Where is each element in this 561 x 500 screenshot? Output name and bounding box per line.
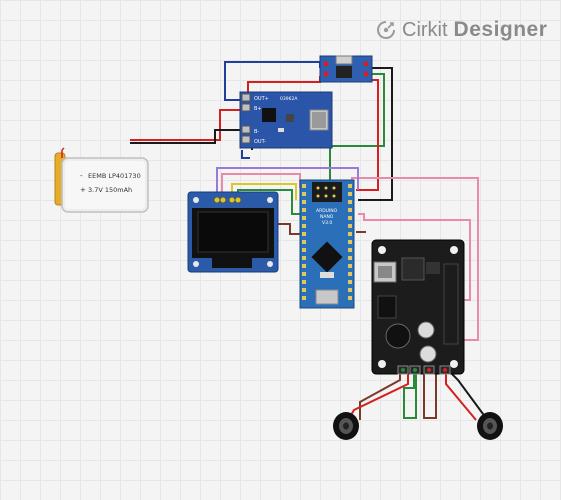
cirkit-logo-icon — [377, 21, 395, 39]
wire-oled-brown[interactable] — [278, 223, 304, 235]
battery-model: EEMB LP401730 — [88, 172, 141, 180]
battery-rating: 3.7V 150mAh — [88, 186, 132, 194]
wire-spk-left-brown[interactable] — [359, 374, 401, 420]
speaker-left[interactable] — [333, 412, 359, 440]
wire-battery-plus[interactable] — [130, 109, 240, 141]
wire-battery-minus[interactable] — [130, 129, 240, 144]
battery-minus-label: - — [80, 172, 83, 180]
wire-spk-right-black[interactable] — [451, 373, 487, 419]
wire-spk-brown2[interactable] — [423, 372, 437, 419]
brand-product: Designer — [453, 18, 548, 41]
wire-pink-2[interactable] — [358, 213, 471, 301]
battery-plus-label: + — [80, 186, 86, 194]
brand-name: Cirkit — [402, 18, 448, 41]
wire-oled-yellow[interactable] — [231, 183, 297, 200]
charger-bminus-label: B- — [254, 129, 259, 135]
wire-oled-purple[interactable] — [216, 167, 359, 198]
nano-version: V3.0 — [322, 220, 332, 226]
charger-module[interactable]: OUT+ B+ B- OUT- 03962A — [239, 91, 333, 149]
charger-code: 03962A — [280, 96, 298, 102]
charger-bplus-label: B+ — [254, 106, 262, 112]
audio-module[interactable] — [371, 239, 465, 375]
charger-outminus-label: OUT- — [254, 139, 266, 145]
wire-spk-right-red[interactable] — [445, 374, 477, 421]
wire-charger-outminus[interactable] — [241, 150, 250, 159]
arduino-nano[interactable]: ARDUINO NANO V3.0 — [299, 179, 355, 309]
nano-subtitle: NANO — [320, 214, 334, 220]
audio-terminals — [397, 365, 451, 375]
nano-pins-right — [348, 184, 352, 300]
oled-display[interactable] — [187, 191, 279, 273]
wire-pink-long[interactable] — [351, 177, 479, 341]
wire-spk-green[interactable] — [403, 372, 417, 419]
wire-booster-green[interactable] — [329, 73, 385, 180]
wire-booster-red[interactable] — [356, 79, 379, 191]
brand-logo: Cirkit Designer — [376, 16, 547, 44]
charger-outplus-label: OUT+ — [254, 96, 269, 102]
charger-pads — [241, 93, 251, 144]
oled-pins — [213, 196, 242, 204]
boost-converter[interactable] — [319, 55, 373, 83]
nano-title: ARDUINO — [316, 208, 338, 214]
nano-pins-left — [302, 184, 306, 300]
speaker-right[interactable] — [477, 412, 503, 440]
wire-booster-black[interactable] — [358, 67, 393, 201]
battery[interactable]: - EEMB LP401730 + 3.7V 150mAh — [54, 147, 149, 213]
